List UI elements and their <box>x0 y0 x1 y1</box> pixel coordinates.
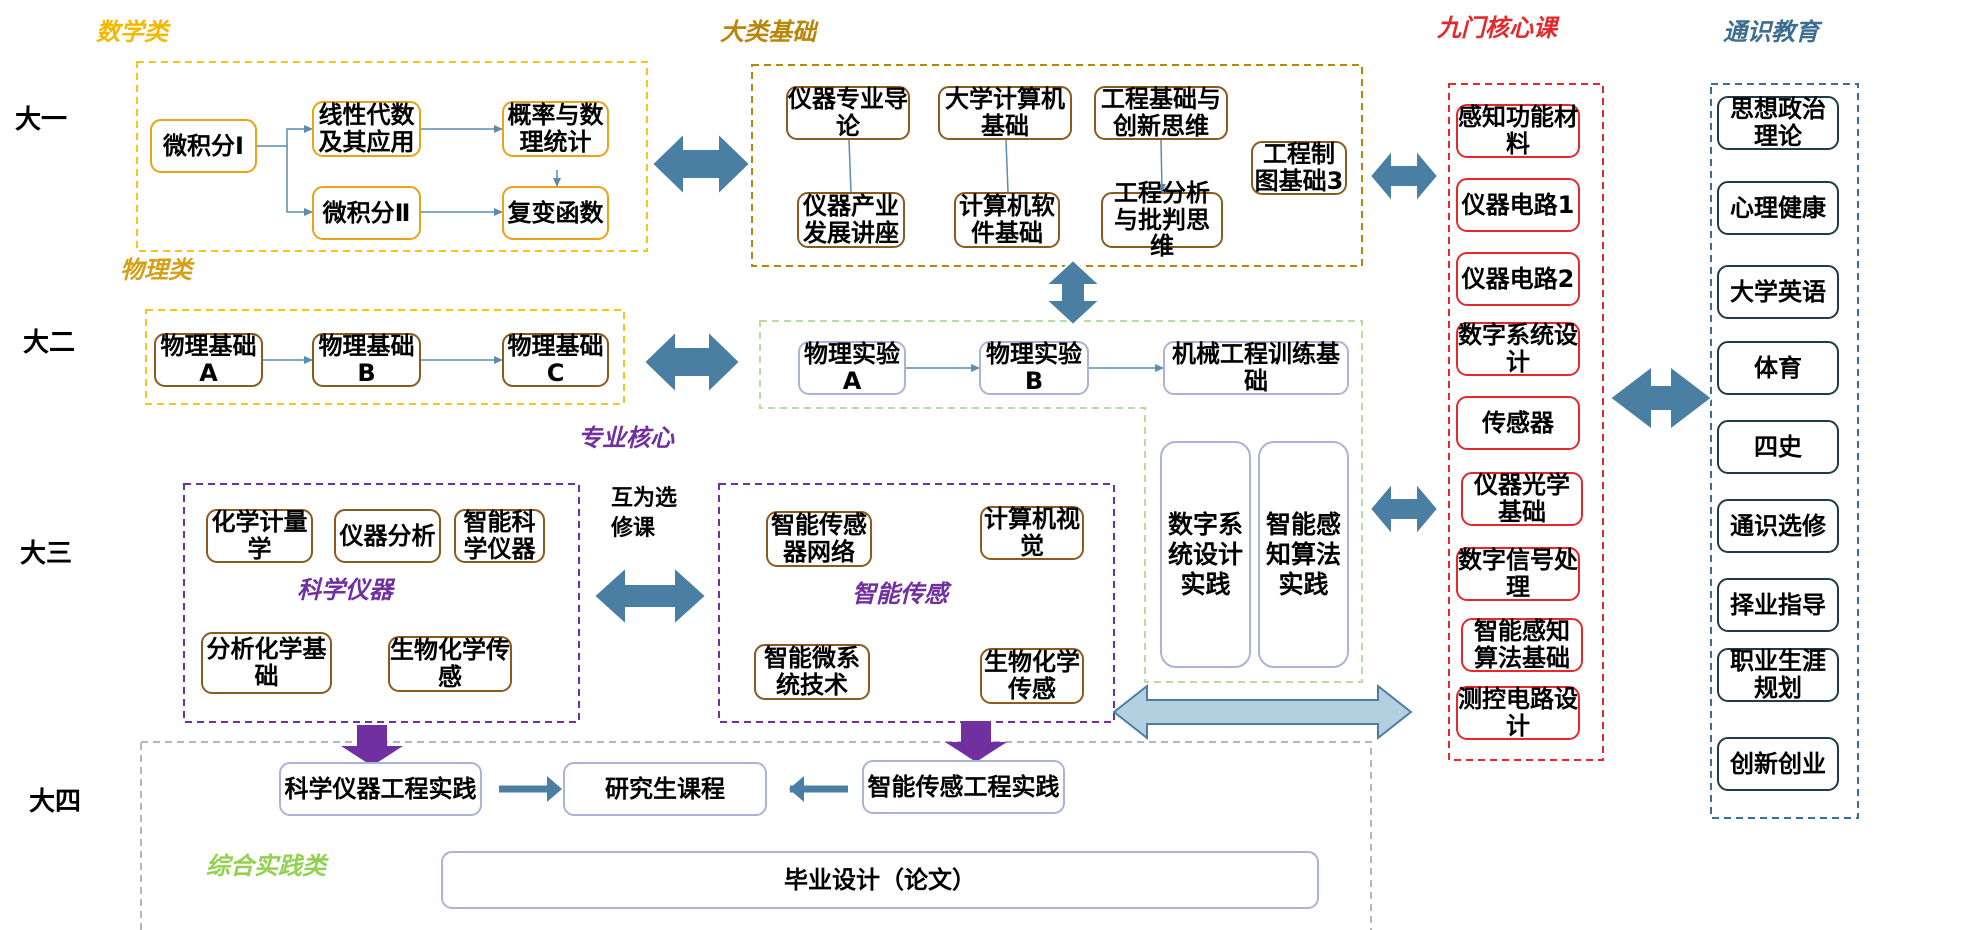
node-digital-practice: 数字系统设计实践 <box>1160 441 1251 668</box>
down-arrow-smart-practice <box>945 721 1007 762</box>
node-general-2: 心理健康 <box>1717 181 1839 235</box>
category-major: 专业核心 <box>578 424 674 452</box>
basic-group-frame <box>751 64 1363 267</box>
node-general-9: 创新创业 <box>1717 737 1839 791</box>
category-physics: 物理类 <box>120 256 192 284</box>
practice-group-frame <box>140 741 1372 930</box>
mutual-elective-note: 互为选修课 <box>611 486 678 541</box>
node-bio-chem-sensing-smart: 生物化学传感 <box>980 648 1084 704</box>
node-software-basics: 计算机软件基础 <box>954 192 1060 248</box>
node-core9-3: 仪器电路2 <box>1456 252 1580 306</box>
bidir-arrow-math-basic <box>650 130 752 198</box>
year-label-1: 大一 <box>15 105 68 135</box>
node-general-8: 职业生涯规划 <box>1717 648 1839 702</box>
node-calculus-2: 微积分Ⅱ <box>312 186 421 240</box>
smart-group-frame <box>718 483 1115 723</box>
link-innov-analysis <box>1157 139 1166 193</box>
sci-group-frame <box>183 483 580 723</box>
node-general-5: 四史 <box>1717 420 1839 474</box>
year-label-3: 大三 <box>20 539 73 569</box>
down-arrow-sci-practice <box>341 725 403 766</box>
node-general-4: 体育 <box>1717 341 1839 395</box>
node-general-1: 思想政治理论 <box>1717 96 1839 150</box>
node-eng-analysis: 工程分析与批判思维 <box>1101 179 1223 260</box>
node-core9-2: 仪器电路1 <box>1456 178 1580 232</box>
bidir-arrow-basic-core9 <box>1368 147 1440 205</box>
link-computer-software <box>1005 139 1009 193</box>
node-smart-sci-instruments: 智能科学仪器 <box>454 509 545 563</box>
category-core9: 九门核心课 <box>1437 14 1557 42</box>
node-eng-innovation: 工程基础与创新思维 <box>1094 86 1228 140</box>
year-label-4: 大四 <box>29 787 82 817</box>
category-smart-sense: 智能传感 <box>852 580 948 608</box>
bidir-arrow-basic-lab-vertical <box>1043 258 1103 327</box>
link-calc1-calc2 <box>286 146 313 216</box>
node-core9-7: 数字信号处理 <box>1456 546 1580 601</box>
node-micro-systems: 智能微系统技术 <box>754 644 870 700</box>
link-calc1-linear <box>257 125 313 147</box>
node-chemometrics: 化学计量学 <box>206 509 313 563</box>
node-general-3: 大学英语 <box>1717 265 1839 319</box>
node-physics-a: 物理基础A <box>154 333 263 387</box>
math-group-frame <box>136 61 648 252</box>
arrowhead-to-grad-right <box>547 776 562 802</box>
bidir-arrow-smart-core9 <box>1112 683 1413 741</box>
node-probability: 概率与数理统计 <box>502 101 609 157</box>
arrowhead-to-grad-left <box>789 776 804 802</box>
node-algo-practice: 智能感知算法实践 <box>1258 441 1349 668</box>
node-core9-4: 数字系统设计 <box>1456 321 1580 376</box>
node-physics-exp-a: 物理实验A <box>798 341 906 395</box>
physics-group-frame <box>145 309 625 405</box>
node-eng-drawing: 工程制图基础3 <box>1251 141 1347 195</box>
bidir-arrow-physics-lab <box>642 328 742 396</box>
general-group-frame <box>1710 83 1859 819</box>
node-sci-inst-practice: 科学仪器工程实践 <box>279 762 482 816</box>
node-core9-8: 智能感知算法基础 <box>1461 618 1583 672</box>
node-sensor-network: 智能传感器网络 <box>766 511 872 567</box>
node-core9-9: 测控电路设计 <box>1456 685 1580 740</box>
node-instrument-analysis: 仪器分析 <box>334 509 441 563</box>
node-core9-1: 感知功能材料 <box>1456 103 1580 158</box>
node-mech-training: 机械工程训练基础 <box>1163 341 1349 395</box>
link-intro-industry <box>848 139 852 193</box>
node-industry-lecture: 仪器产业发展讲座 <box>797 192 905 248</box>
core9-group-frame <box>1448 83 1604 761</box>
lab-group-frame <box>759 320 1363 683</box>
category-basic: 大类基础 <box>720 18 816 46</box>
node-analytical-chem: 分析化学基础 <box>201 632 332 694</box>
node-major-intro: 仪器专业导论 <box>786 85 910 140</box>
bidir-arrow-core9-general <box>1608 363 1714 433</box>
node-core9-5: 传感器 <box>1456 396 1580 450</box>
category-sci-inst: 科学仪器 <box>297 576 393 604</box>
bidir-arrow-lab-core9 <box>1368 480 1440 538</box>
node-core9-6: 仪器光学基础 <box>1461 472 1583 526</box>
node-smart-sense-practice: 智能传感工程实践 <box>862 760 1065 814</box>
node-computer-vision: 计算机视觉 <box>980 506 1084 560</box>
node-calculus-1: 微积分Ⅰ <box>150 119 257 173</box>
node-physics-exp-b: 物理实验B <box>979 341 1089 395</box>
year-label-2: 大二 <box>23 328 76 358</box>
node-general-7: 择业指导 <box>1717 578 1839 632</box>
bidir-arrow-sci-smart <box>592 564 708 628</box>
node-physics-b: 物理基础B <box>312 333 421 387</box>
node-graduate-courses: 研究生课程 <box>563 762 767 816</box>
node-general-6: 通识选修 <box>1717 499 1839 553</box>
category-math: 数学类 <box>96 18 168 46</box>
node-linear-algebra: 线性代数及其应用 <box>312 101 421 157</box>
node-computer-basics: 大学计算机基础 <box>938 86 1072 140</box>
category-practice: 综合实践类 <box>206 852 326 880</box>
category-general: 通识教育 <box>1723 18 1819 46</box>
node-physics-c: 物理基础C <box>502 333 609 387</box>
node-complex-functions: 复变函数 <box>502 186 609 240</box>
node-bio-chem-sensing-sci: 生物化学传感 <box>388 636 512 692</box>
node-graduation-thesis: 毕业设计（论文） <box>441 851 1319 909</box>
